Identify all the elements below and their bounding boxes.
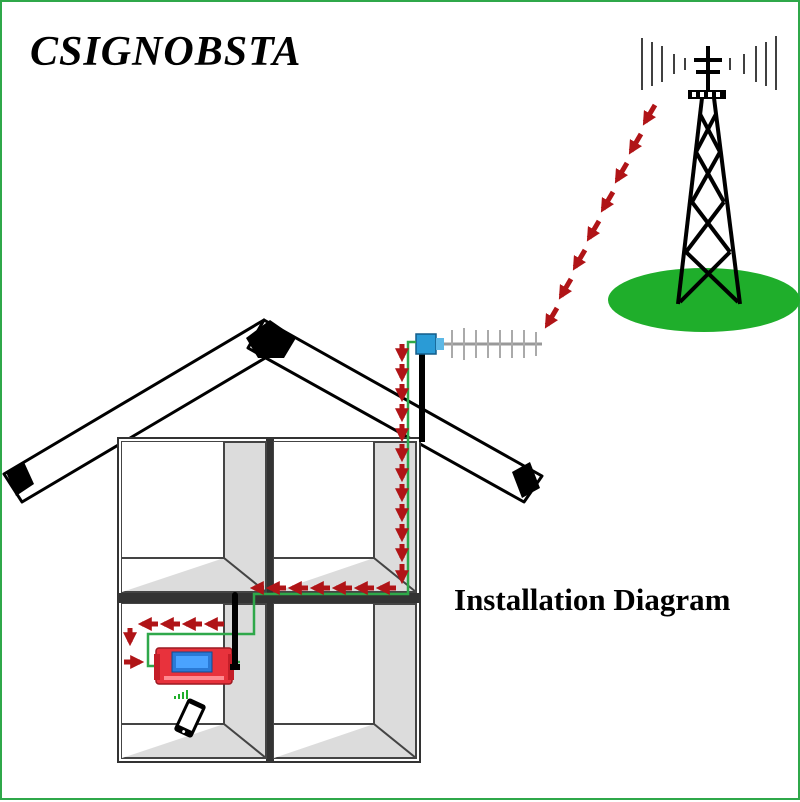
- cell-tower-icon: [608, 36, 800, 332]
- eave-left: [6, 462, 34, 496]
- eave-right: [512, 462, 540, 498]
- diagram-caption: Installation Diagram: [454, 582, 731, 617]
- room-bottom-right: [273, 603, 417, 759]
- brand-title: CSIGNOBSTA: [30, 29, 302, 75]
- smartphone-icon: [174, 698, 206, 738]
- room-top-right: [273, 441, 417, 593]
- indoor-antenna-icon: [230, 592, 240, 670]
- antenna-mast: [419, 350, 425, 442]
- roof-peak: [246, 320, 296, 358]
- house: [2, 318, 544, 763]
- room-top-left: [121, 441, 267, 593]
- yagi-antenna-icon: [415, 328, 542, 442]
- signal-bars-icon: [174, 690, 188, 699]
- tower-ground: [608, 268, 800, 332]
- signal-path: [123, 103, 658, 669]
- signal-amplifier-icon: [154, 647, 234, 685]
- coax-cable: [146, 340, 416, 668]
